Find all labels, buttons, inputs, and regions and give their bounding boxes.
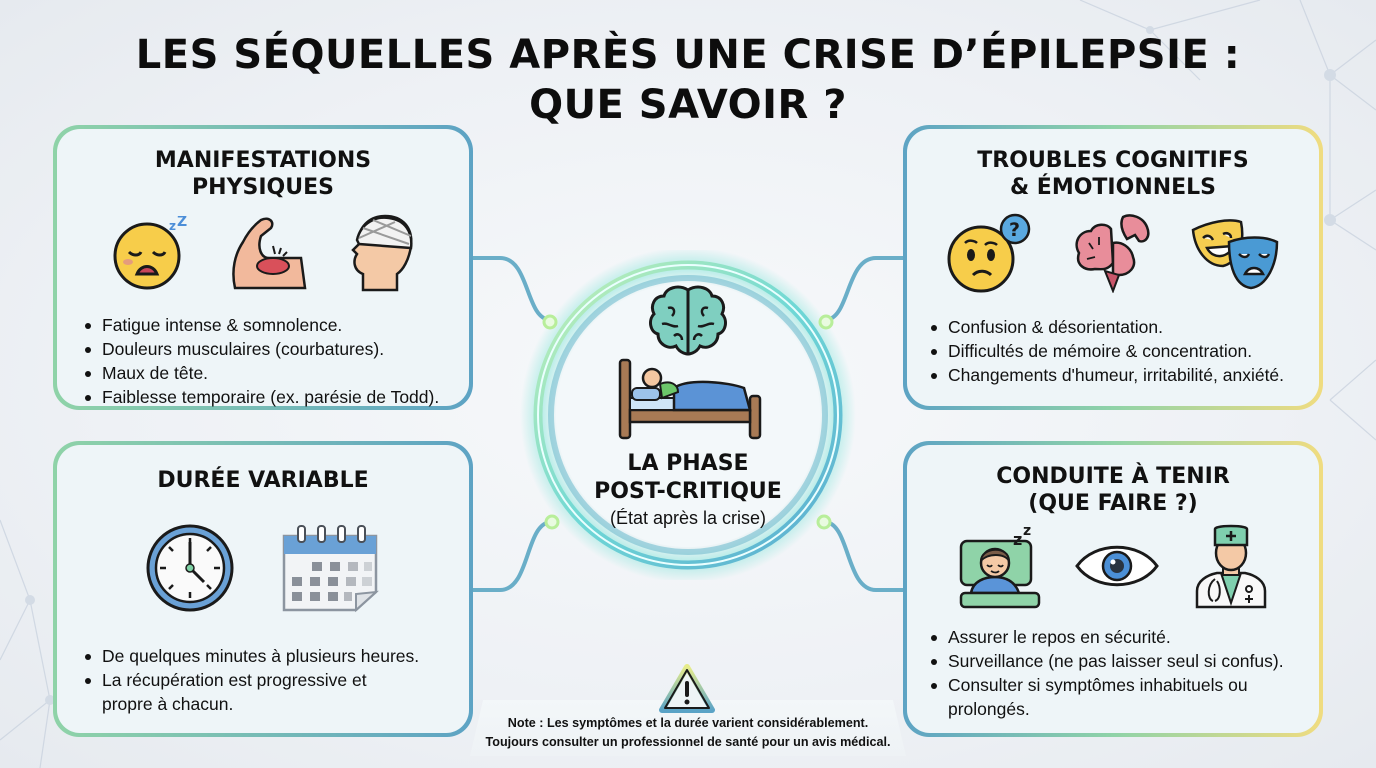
- center-hub: LA PHASE POST-CRITIQUE (État après la cr…: [518, 250, 858, 580]
- bullet-item: Fatigue intense & somnolence.: [85, 313, 469, 337]
- warning-icon: [659, 664, 715, 713]
- theater-masks-icon: [1191, 219, 1279, 290]
- svg-text:Z: Z: [177, 216, 187, 230]
- bullet-item: La récupération est progressive et propr…: [85, 668, 395, 716]
- center-subtitle: (État après la crise): [609, 508, 767, 528]
- sleepy-face-icon: z Z: [113, 216, 187, 290]
- sore-muscle-icon: [232, 217, 307, 290]
- note-line2: Toujours consulter un professionnel de s…: [485, 735, 891, 749]
- svg-text:z: z: [169, 219, 176, 233]
- bandaged-head-icon: [351, 214, 413, 292]
- bullet-item: Douleurs musculaires (courbatures).: [85, 337, 469, 361]
- card-title: TROUBLES COGNITIFS & ÉMOTIONNELS: [907, 129, 1319, 201]
- doctor-icon: [1195, 524, 1267, 609]
- card-variable-duration: DURÉE VARIABLE: [53, 441, 473, 737]
- bullet-list: Fatigue intense & somnolence. Douleurs m…: [57, 313, 469, 409]
- card-title-line2: PHYSIQUES: [192, 175, 334, 200]
- bullet-item: Consulter si symptômes inhabituels ou pr…: [931, 673, 1281, 721]
- svg-text:?: ?: [1009, 219, 1020, 241]
- bullet-item: Surveillance (ne pas laisser seul si con…: [931, 649, 1319, 673]
- card-title-line1: TROUBLES COGNITIFS: [977, 148, 1249, 173]
- page-title-line1: LES SÉQUELLES APRÈS UNE CRISE D’ÉPILEPSI…: [135, 32, 1241, 78]
- bullet-list: Confusion & désorientation. Difficultés …: [907, 315, 1319, 387]
- card-title: CONDUITE À TENIR (QUE FAIRE ?): [907, 445, 1319, 517]
- confused-face-icon: ?: [947, 213, 1031, 293]
- bullet-list: Assurer le repos en sécurité. Surveillan…: [907, 625, 1319, 721]
- puzzle-brain-icon: [1075, 214, 1150, 293]
- calendar-icon: [282, 525, 379, 613]
- card-title-line1: CONDUITE À TENIR: [996, 464, 1230, 489]
- bullet-item: Difficultés de mémoire & concentration.: [931, 339, 1319, 363]
- note-line1: Note : Les symptômes et la durée varient…: [507, 716, 869, 730]
- card-title-line2: & ÉMOTIONNELS: [1009, 175, 1217, 200]
- bullet-list: De quelques minutes à plusieurs heures. …: [57, 644, 469, 716]
- center-title-line1: LA PHASE: [627, 451, 749, 476]
- bullet-item: Faiblesse temporaire (ex. parésie de Tod…: [85, 385, 469, 409]
- bullet-item: De quelques minutes à plusieurs heures.: [85, 644, 469, 668]
- brain-icon: [649, 285, 727, 356]
- bullet-item: Maux de tête.: [85, 361, 469, 385]
- card-cognitive-emotional: TROUBLES COGNITIFS & ÉMOTIONNELS ?: [903, 125, 1323, 410]
- bullet-item: Assurer le repos en sécurité.: [931, 625, 1319, 649]
- card-what-to-do: CONDUITE À TENIR (QUE FAIRE ?) z z: [903, 441, 1323, 737]
- card-title: DURÉE VARIABLE: [57, 445, 469, 494]
- svg-text:z: z: [1013, 530, 1022, 549]
- bed-rest-icon: [618, 358, 762, 440]
- card-title-line2: (QUE FAIRE ?): [1028, 491, 1198, 516]
- svg-text:z: z: [1023, 523, 1031, 539]
- clock-icon: [146, 524, 234, 612]
- bullet-item: Changements d'humeur, irritabilité, anxi…: [931, 363, 1319, 387]
- bullet-item: Confusion & désorientation.: [931, 315, 1319, 339]
- sleeping-person-icon: z z: [959, 523, 1041, 609]
- card-title-line1: DURÉE VARIABLE: [157, 468, 369, 493]
- center-title: LA PHASE POST-CRITIQUE: [518, 450, 858, 506]
- eye-icon: [1075, 545, 1159, 587]
- page-title-line2: QUE SAVOIR ?: [529, 82, 847, 128]
- card-physical-symptoms: MANIFESTATIONS PHYSIQUES z Z: [53, 125, 473, 410]
- card-title-line1: MANIFESTATIONS: [154, 148, 372, 173]
- card-title: MANIFESTATIONS PHYSIQUES: [57, 129, 469, 201]
- center-title-line2: POST-CRITIQUE: [594, 479, 782, 504]
- page-title: LES SÉQUELLES APRÈS UNE CRISE D’ÉPILEPSI…: [0, 30, 1376, 130]
